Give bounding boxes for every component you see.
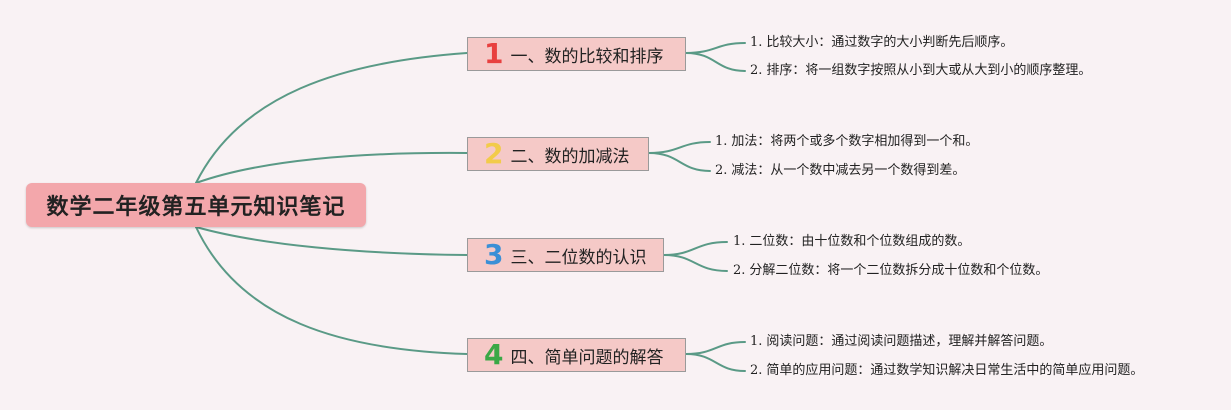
leaf-text: 比较大小：通过数字的大小判断先后顺序。 bbox=[766, 35, 1014, 50]
number-2-icon: 2 bbox=[484, 137, 504, 170]
leaf-item: 2.简单的应用问题：通过数学知识解决日常生活中的简单应用问题。 bbox=[750, 363, 1143, 379]
connector-b1-leaf-1 bbox=[685, 42, 746, 54]
leaf-index: 2. bbox=[715, 163, 728, 178]
branch-node-2[interactable]: 2 二、数的加减法 bbox=[467, 137, 649, 171]
leaf-item: 1.比较大小：通过数字的大小判断先后顺序。 bbox=[750, 35, 1013, 51]
number-1-icon: 1 bbox=[484, 37, 504, 70]
leaf-text: 二位数：由十位数和个位数组成的数。 bbox=[749, 234, 971, 249]
connector-b4-leaf-2 bbox=[685, 353, 746, 372]
connector-root-branch-3 bbox=[195, 226, 468, 256]
leaf-index: 1. bbox=[733, 234, 746, 249]
number-3-icon: 3 bbox=[484, 238, 504, 271]
connector-b4-leaf-1 bbox=[685, 341, 746, 355]
branch-title: 三、二位数的认识 bbox=[510, 247, 647, 268]
leaf-text: 排序：将一组数字按照从小到大或从大到小的顺序整理。 bbox=[766, 63, 1092, 78]
connector-b2-leaf-1 bbox=[648, 141, 711, 154]
leaf-index: 1. bbox=[750, 35, 763, 50]
branch-node-4[interactable]: 4 四、简单问题的解答 bbox=[467, 338, 686, 372]
connector-b2-leaf-2 bbox=[648, 152, 711, 172]
branch-title: 四、简单问题的解答 bbox=[510, 347, 664, 368]
leaf-index: 1. bbox=[750, 334, 763, 349]
leaf-item: 1.二位数：由十位数和个位数组成的数。 bbox=[733, 234, 970, 250]
leaf-item: 1.加法：将两个或多个数字相加得到一个和。 bbox=[715, 134, 978, 150]
branch-node-3[interactable]: 3 三、二位数的认识 bbox=[467, 238, 664, 272]
branch-title: 一、数的比较和排序 bbox=[510, 46, 664, 67]
leaf-item: 1.阅读问题：通过阅读问题描述，理解并解答问题。 bbox=[750, 334, 1052, 350]
branch-node-1[interactable]: 1 一、数的比较和排序 bbox=[467, 37, 686, 71]
leaf-text: 简单的应用问题：通过数学知识解决日常生活中的简单应用问题。 bbox=[766, 363, 1144, 378]
leaf-text: 分解二位数：将一个二位数拆分成十位数和个位数。 bbox=[749, 263, 1049, 278]
leaf-item: 2.分解二位数：将一个二位数拆分成十位数和个位数。 bbox=[733, 263, 1048, 279]
leaf-item: 2.排序：将一组数字按照从小到大或从大到小的顺序整理。 bbox=[750, 63, 1091, 79]
connector-root-branch-1 bbox=[195, 52, 468, 184]
branch-title: 二、数的加减法 bbox=[510, 146, 630, 167]
leaf-index: 2. bbox=[750, 363, 763, 378]
connector-b3-leaf-1 bbox=[663, 241, 728, 256]
connector-b1-leaf-2 bbox=[685, 52, 746, 72]
leaf-text: 加法：将两个或多个数字相加得到一个和。 bbox=[731, 134, 979, 149]
connector-root-branch-4 bbox=[195, 226, 468, 355]
leaf-index: 2. bbox=[733, 263, 746, 278]
connector-b3-leaf-2 bbox=[663, 254, 728, 272]
leaf-text: 减法：从一个数中减去另一个数得到差。 bbox=[731, 163, 966, 178]
connector-root-branch-2 bbox=[195, 151, 468, 184]
number-4-icon: 4 bbox=[484, 338, 504, 371]
leaf-item: 2.减法：从一个数中减去另一个数得到差。 bbox=[715, 163, 965, 179]
root-title: 数学二年级第五单元知识笔记 bbox=[46, 195, 346, 220]
leaf-text: 阅读问题：通过阅读问题描述，理解并解答问题。 bbox=[766, 334, 1053, 349]
root-node[interactable]: 数学二年级第五单元知识笔记 bbox=[26, 183, 366, 227]
leaf-index: 1. bbox=[715, 134, 728, 149]
leaf-index: 2. bbox=[750, 63, 763, 78]
